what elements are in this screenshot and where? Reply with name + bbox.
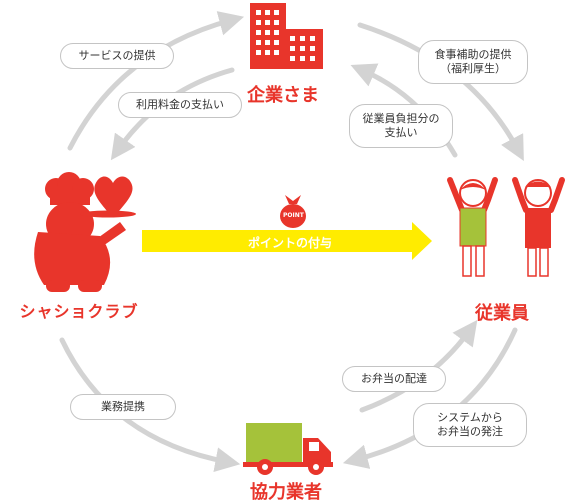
points-arrow bbox=[142, 222, 432, 260]
arrow-service-to-company bbox=[67, 11, 245, 151]
brand-logo-text: シャショクラブ bbox=[19, 302, 139, 321]
label-business-partnership: 業務提携 bbox=[70, 394, 176, 420]
label-bento-delivery: お弁当の配達 bbox=[342, 366, 446, 392]
truck-icon bbox=[243, 423, 333, 475]
building-icon bbox=[250, 3, 323, 69]
label-usage-fee: 利用料金の支払い bbox=[118, 92, 242, 118]
point-bag-icon bbox=[280, 195, 306, 228]
label-order-from-system: システムから お弁当の発注 bbox=[413, 403, 527, 447]
label-meal-subsidy: 食事補助の提供 （福利厚生） bbox=[418, 40, 528, 84]
company-label: 企業さま bbox=[247, 85, 319, 106]
arrow-partnership-to-partner bbox=[59, 337, 241, 472]
label-points-grant: ポイントの付与 bbox=[248, 236, 333, 250]
employees-icon bbox=[447, 177, 565, 277]
label-service-provision: サービスの提供 bbox=[60, 43, 174, 69]
employees-label: 従業員 bbox=[475, 303, 529, 324]
chef-mascot-icon bbox=[34, 172, 136, 292]
point-badge-label: POINT bbox=[283, 212, 304, 219]
label-employee-share: 従業員負担分の 支払い bbox=[349, 104, 453, 148]
partner-label: 協力業者 bbox=[250, 482, 322, 503]
